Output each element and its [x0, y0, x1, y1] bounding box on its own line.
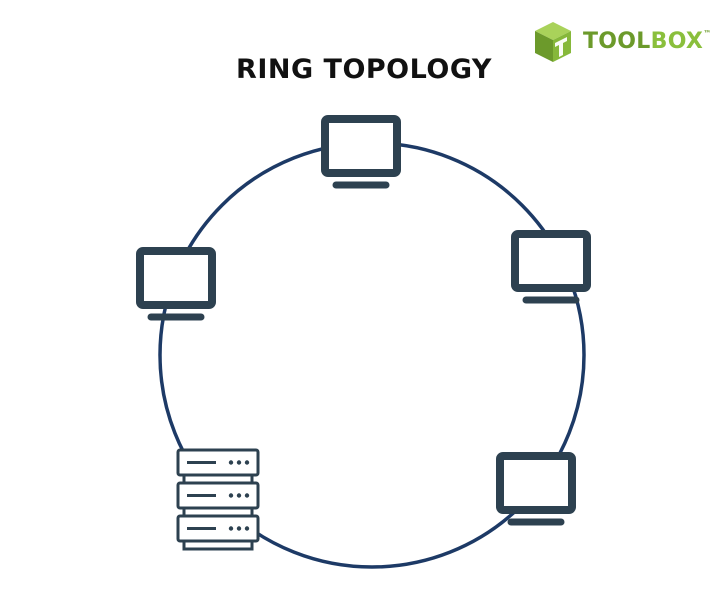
monitor-icon — [325, 119, 397, 185]
logo-text-box: BOX — [650, 29, 704, 54]
monitor-icon — [515, 234, 587, 300]
toolbox-logo: TOOLBOX™ — [533, 20, 713, 64]
server-icon — [176, 448, 260, 551]
monitor-icon — [500, 456, 572, 522]
monitor-icon — [140, 251, 212, 317]
logo-trademark: ™ — [703, 29, 712, 38]
logo-wordmark: TOOLBOX™ — [583, 29, 712, 54]
page-title: RING TOPOLOGY — [236, 54, 492, 85]
cube-logo-icon — [535, 22, 571, 62]
logo-text-tool: TOOL — [583, 29, 651, 54]
